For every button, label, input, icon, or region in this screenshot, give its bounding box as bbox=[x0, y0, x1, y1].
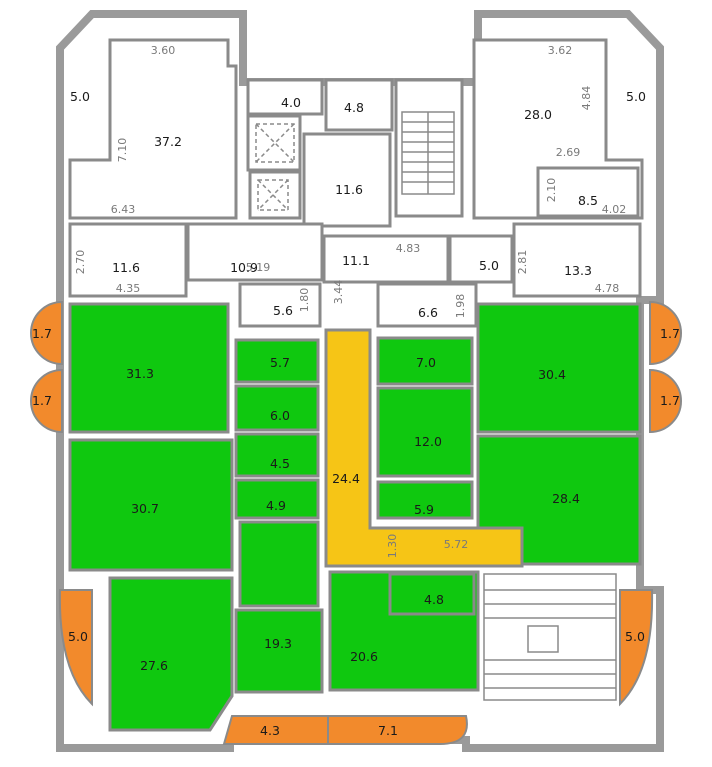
area-label: 10.9 bbox=[230, 260, 258, 275]
dim-label: 5.19 bbox=[246, 261, 271, 274]
dim-label: 7.10 bbox=[116, 138, 129, 163]
dim-label: 1.80 bbox=[298, 288, 311, 313]
area-label: 5.7 bbox=[270, 355, 290, 370]
area-label: 5.0 bbox=[626, 89, 646, 104]
area-label: 1.7 bbox=[32, 326, 52, 341]
area-label: 13.3 bbox=[564, 263, 592, 278]
area-label: 11.6 bbox=[112, 260, 140, 275]
dim-label: 2.81 bbox=[516, 250, 529, 275]
stairwell-top bbox=[401, 111, 455, 195]
dim-label: 1.98 bbox=[454, 294, 467, 319]
area-label: 11.1 bbox=[342, 253, 370, 268]
dim-label: 5.72 bbox=[444, 538, 469, 551]
dim-label: 2.70 bbox=[74, 250, 87, 275]
corridor-shape bbox=[324, 328, 524, 568]
stairwell-bottom bbox=[483, 573, 617, 701]
dim-label: 4.02 bbox=[602, 203, 627, 216]
area-label: 7.1 bbox=[378, 723, 398, 738]
dim-label: 3.62 bbox=[548, 44, 573, 57]
area-label: 1.7 bbox=[32, 393, 52, 408]
area-label: 5.0 bbox=[625, 629, 645, 644]
area-label: 28.0 bbox=[524, 107, 552, 122]
orange-bays bbox=[30, 300, 682, 745]
dim-label: 3.60 bbox=[151, 44, 176, 57]
area-label: 12.0 bbox=[414, 434, 442, 449]
area-label: 28.4 bbox=[552, 491, 580, 506]
dim-label: 6.43 bbox=[111, 203, 136, 216]
area-label: 19.3 bbox=[264, 636, 292, 651]
area-label: 30.7 bbox=[131, 501, 159, 516]
area-label: 31.3 bbox=[126, 366, 154, 381]
area-label: 4.0 bbox=[281, 95, 301, 110]
dim-label: 4.35 bbox=[116, 282, 141, 295]
elevator-shafts bbox=[255, 123, 295, 211]
area-label: 5.0 bbox=[70, 89, 90, 104]
dim-label: 4.84 bbox=[580, 86, 593, 111]
area-label: 30.4 bbox=[538, 367, 566, 382]
dim-label: 2.10 bbox=[545, 178, 558, 203]
dim-label: 3.44 bbox=[332, 280, 345, 305]
area-label: 5.0 bbox=[68, 629, 88, 644]
dim-label: 1.30 bbox=[386, 534, 399, 559]
area-label: 5.9 bbox=[414, 502, 434, 517]
area-label: 4.8 bbox=[424, 592, 444, 607]
area-label: 24.4 bbox=[332, 471, 360, 486]
area-label: 20.6 bbox=[350, 649, 378, 664]
area-label: 1.7 bbox=[660, 326, 680, 341]
area-label: 6.0 bbox=[270, 408, 290, 423]
area-label: 4.9 bbox=[266, 498, 286, 513]
dim-label: 2.69 bbox=[556, 146, 581, 159]
area-labels: 37.2 4.0 4.8 28.0 11.6 8.5 11.6 10.9 11.… bbox=[32, 89, 680, 738]
area-label: 1.7 bbox=[660, 393, 680, 408]
area-label: 6.6 bbox=[418, 305, 438, 320]
area-label: 5.0 bbox=[479, 258, 499, 273]
area-label: 4.3 bbox=[260, 723, 280, 738]
dim-label: 4.83 bbox=[396, 242, 421, 255]
area-label: 5.6 bbox=[273, 303, 293, 318]
area-label: 8.5 bbox=[578, 193, 598, 208]
area-label: 37.2 bbox=[154, 134, 182, 149]
area-label: 7.0 bbox=[416, 355, 436, 370]
area-label: 4.8 bbox=[344, 100, 364, 115]
area-label: 11.6 bbox=[335, 182, 363, 197]
area-label: 4.5 bbox=[270, 456, 290, 471]
dim-label: 4.78 bbox=[595, 282, 620, 295]
dimension-labels: 3.60 3.62 7.10 6.43 4.84 2.69 2.10 4.02 … bbox=[74, 44, 626, 558]
green-rooms bbox=[68, 302, 642, 732]
area-label: 27.6 bbox=[140, 658, 168, 673]
